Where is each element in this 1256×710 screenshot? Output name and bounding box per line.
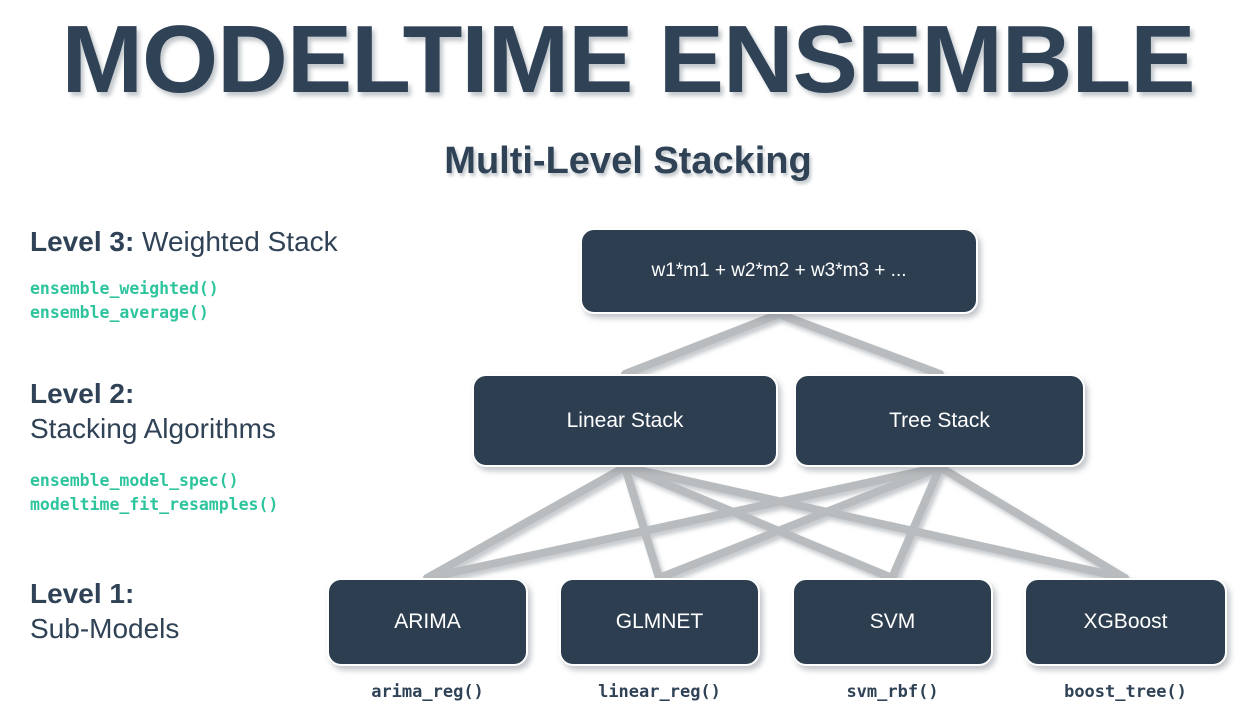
node-xgboost-code: boost_tree() — [1064, 682, 1187, 702]
function-modeltime-fit-resamples: modeltime_fit_resamples() — [30, 494, 279, 514]
edge-weighted-to-tree — [775, 310, 944, 378]
node-arima-code: arima_reg() — [371, 682, 484, 702]
node-tree-stack[interactable]: Tree Stack — [794, 374, 1085, 467]
node-arima[interactable]: ARIMA — [327, 578, 528, 666]
edge-tree-to-glmnet — [655, 463, 944, 582]
function-ensemble-weighted: ensemble_weighted() — [30, 279, 219, 298]
level-1-label-strong: Level 1: — [30, 578, 135, 609]
level-2-label-strong: Level 2: — [30, 378, 135, 409]
edge-tree-to-xgboost — [936, 463, 1129, 582]
level-1-label-rest: Sub-Models — [30, 613, 180, 645]
edge-tree-to-svm — [888, 463, 944, 582]
page-title: MODELTIME ENSEMBLE — [61, 6, 1195, 113]
node-linear-stack[interactable]: Linear Stack — [472, 374, 778, 467]
node-arima-label: ARIMA — [394, 610, 461, 633]
node-weighted-stack-label: w1*m1 + w2*m2 + w3*m3 + ... — [651, 260, 907, 281]
level-3-label-rest: Weighted Stack — [134, 226, 338, 257]
level-1-label: Level 1: Sub-Models — [30, 576, 179, 647]
level-2-functions: ensemble_model_spec() modeltime_fit_resa… — [30, 469, 278, 517]
edge-linear-to-glmnet — [621, 463, 663, 582]
edge-weighted-to-linear — [621, 310, 783, 378]
edge-linear-to-arima — [423, 463, 629, 582]
node-svm[interactable]: SVM — [792, 578, 993, 666]
edge-linear-to-xgboost — [621, 463, 1129, 582]
node-xgboost[interactable]: XGBoost — [1024, 578, 1227, 666]
level-3-functions: ensemble_weighted() ensemble_average() — [30, 277, 219, 325]
node-linear-stack-label: Linear Stack — [566, 408, 684, 432]
node-xgboost-label: XGBoost — [1083, 610, 1168, 633]
edge-tree-to-arima — [423, 463, 944, 582]
node-svm-code: svm_rbf() — [846, 682, 939, 702]
node-glmnet-code: linear_reg() — [598, 682, 721, 702]
page-subtitle: Multi-Level Stacking — [444, 140, 812, 182]
function-ensemble-model-spec: ensemble_model_spec() — [30, 471, 239, 490]
node-glmnet-label: GLMNET — [615, 610, 704, 633]
level-2-label: Level 2: Stacking Algorithms — [30, 376, 276, 447]
node-svm-label: SVM — [869, 610, 916, 633]
level-2-label-rest: Stacking Algorithms — [30, 413, 276, 445]
node-tree-stack-label: Tree Stack — [889, 408, 990, 432]
edge-linear-to-svm — [621, 463, 896, 582]
node-weighted-stack[interactable]: w1*m1 + w2*m2 + w3*m3 + ... — [580, 228, 978, 314]
function-ensemble-average: ensemble_average() — [30, 302, 209, 322]
level-3-label: Level 3: Weighted Stack — [30, 224, 338, 259]
level-3-label-strong: Level 3: — [30, 226, 135, 257]
node-glmnet[interactable]: GLMNET — [559, 578, 760, 666]
